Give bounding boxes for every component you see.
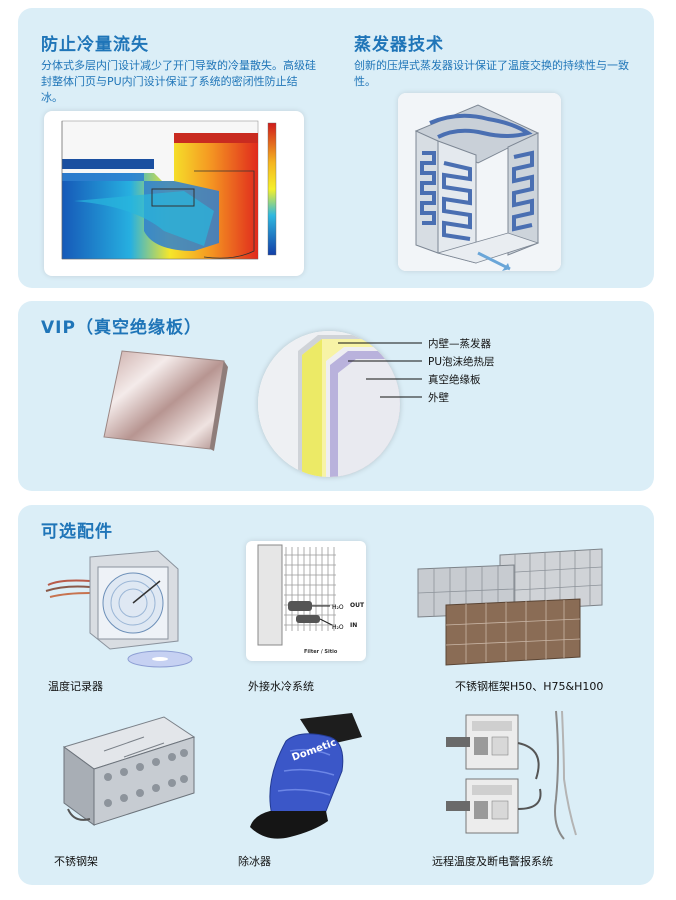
steel-frames-image bbox=[417, 548, 603, 666]
accessories-title: 可选配件 bbox=[41, 522, 113, 542]
caption-steel-rack: 不锈钢架 bbox=[54, 855, 98, 868]
caption-steel-frames: 不锈钢框架H50、H75&H100 bbox=[455, 680, 604, 693]
svg-text:H₂O: H₂O bbox=[332, 624, 344, 631]
layer-label-inner-wall: 内壁—蒸发器 bbox=[428, 338, 491, 350]
thermal-plot-graphic bbox=[61, 120, 277, 260]
vip-panel: VIP（真空绝缘板） 内壁—蒸发器 bbox=[18, 301, 654, 491]
temperature-recorder-image bbox=[45, 550, 193, 668]
vip-layers-circle bbox=[258, 331, 400, 477]
caption-defroster: 除冰器 bbox=[238, 855, 271, 868]
water-cooling-graphic: H₂O H₂O bbox=[257, 544, 344, 646]
caption-remote-alarm: 远程温度及断电警报系统 bbox=[432, 855, 553, 868]
cold-loss-text: 分体式多层内门设计减少了开门导致的冷量散失。高级硅封整体门页与PU内门设计保证了… bbox=[41, 59, 316, 104]
steel-rack-image bbox=[62, 716, 196, 826]
layer-label-pu-foam: PU泡沫绝热层 bbox=[428, 356, 495, 368]
water-cooling-image: H₂O H₂O OUT IN Filter / Sitio bbox=[246, 541, 366, 661]
defroster-image bbox=[250, 713, 362, 839]
layer-label-outer-wall: 外壁 bbox=[428, 392, 449, 404]
water-out-label: OUT bbox=[350, 602, 365, 609]
vip-board-image bbox=[103, 350, 228, 451]
accessories-panel: 可选配件 温度记录器 bbox=[18, 505, 654, 885]
vip-leader-lines bbox=[338, 342, 422, 398]
cold-loss-title: 防止冷量流失 bbox=[41, 35, 149, 55]
caption-water-cooling: 外接水冷系统 bbox=[248, 680, 314, 693]
water-in-label: IN bbox=[350, 622, 358, 629]
evaporator-graphic bbox=[398, 93, 561, 271]
cold-loss-panel: 防止冷量流失 分体式多层内门设计减少了开门导致的冷量散失。高级硅封整体门页与PU… bbox=[18, 8, 654, 288]
layer-label-vacuum-panel: 真空绝缘板 bbox=[428, 374, 481, 386]
evaporator-image bbox=[398, 93, 561, 271]
svg-text:H₂O: H₂O bbox=[332, 604, 344, 611]
thermal-simulation-image bbox=[44, 111, 304, 276]
evaporator-text: 创新的压焊式蒸发器设计保证了温度交换的持续性与一致性。 bbox=[354, 59, 629, 88]
remote-alarm-image bbox=[446, 710, 577, 840]
vip-title: VIP（真空绝缘板） bbox=[41, 318, 202, 338]
evaporator-title: 蒸发器技术 bbox=[354, 35, 444, 55]
caption-temperature-recorder: 温度记录器 bbox=[48, 680, 103, 693]
filter-label: Filter / Sitio bbox=[304, 649, 338, 655]
